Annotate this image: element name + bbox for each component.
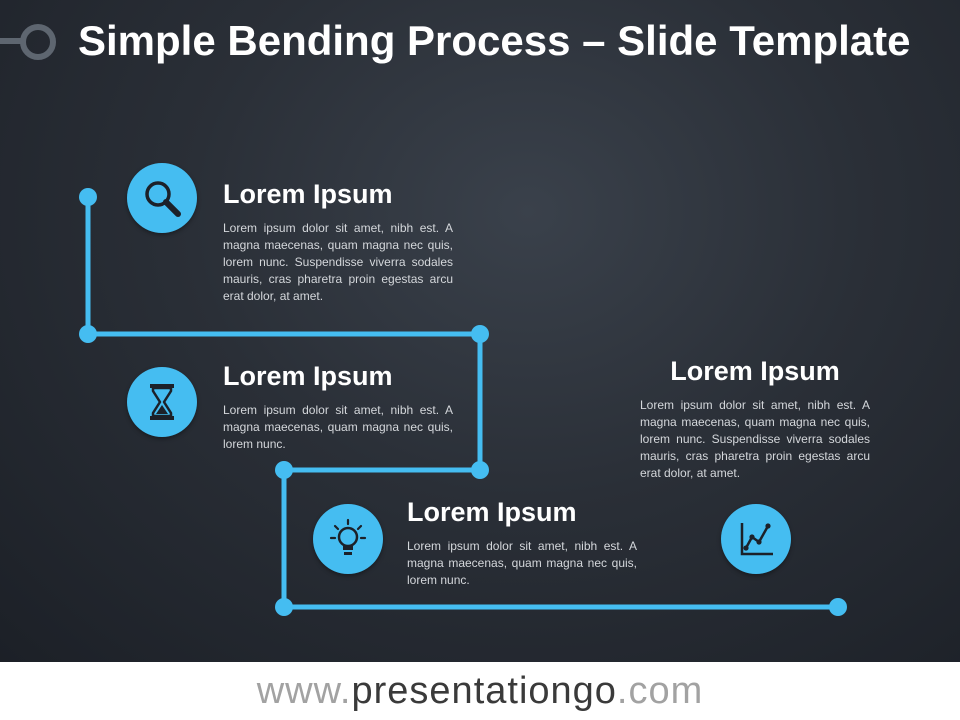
path-node-corner-1 [79,325,97,343]
line-chart-icon [721,504,791,574]
hourglass-icon [127,367,197,437]
process-path [79,188,847,616]
step-1-heading: Lorem Ipsum [223,179,393,209]
path-node-corner-5 [275,598,293,616]
step-1-text: Lorem Ipsum Lorem ipsum dolor sit amet, … [223,178,453,305]
title-decoration-stem [0,38,22,44]
step-4-text: Lorem Ipsum Lorem ipsum dolor sit amet, … [640,355,870,482]
step-3-text: Lorem Ipsum Lorem ipsum dolor sit amet, … [407,496,637,589]
slide: Simple Bending Process – Slide Template … [0,0,960,662]
step-2-body: Lorem ipsum dolor sit amet, nibh est. A … [223,403,453,451]
step-1-body: Lorem ipsum dolor sit amet, nibh est. A … [223,221,453,303]
slide-title: Simple Bending Process – Slide Template [78,17,911,64]
footer-suffix: .com [616,670,704,712]
path-node-corner-4 [275,461,293,479]
step-4-body: Lorem ipsum dolor sit amet, nibh est. A … [640,398,870,480]
path-node-corner-2 [471,325,489,343]
footer-website-link[interactable]: www.presentationgo.com [0,662,960,720]
step-3-body: Lorem ipsum dolor sit amet, nibh est. A … [407,539,637,587]
path-node-start [79,188,97,206]
step-2-text: Lorem Ipsum Lorem ipsum dolor sit amet, … [223,360,453,453]
footer-brand: presentationgo [351,670,617,712]
title-decoration-ring [20,24,56,60]
lightbulb-icon [313,504,383,574]
step-2-heading: Lorem Ipsum [223,361,393,391]
path-node-end [829,598,847,616]
magnifier-icon [127,163,197,233]
footer-prefix: www. [256,670,352,712]
step-3-heading: Lorem Ipsum [407,497,577,527]
step-4-heading: Lorem Ipsum [670,356,840,386]
path-node-corner-3 [471,461,489,479]
